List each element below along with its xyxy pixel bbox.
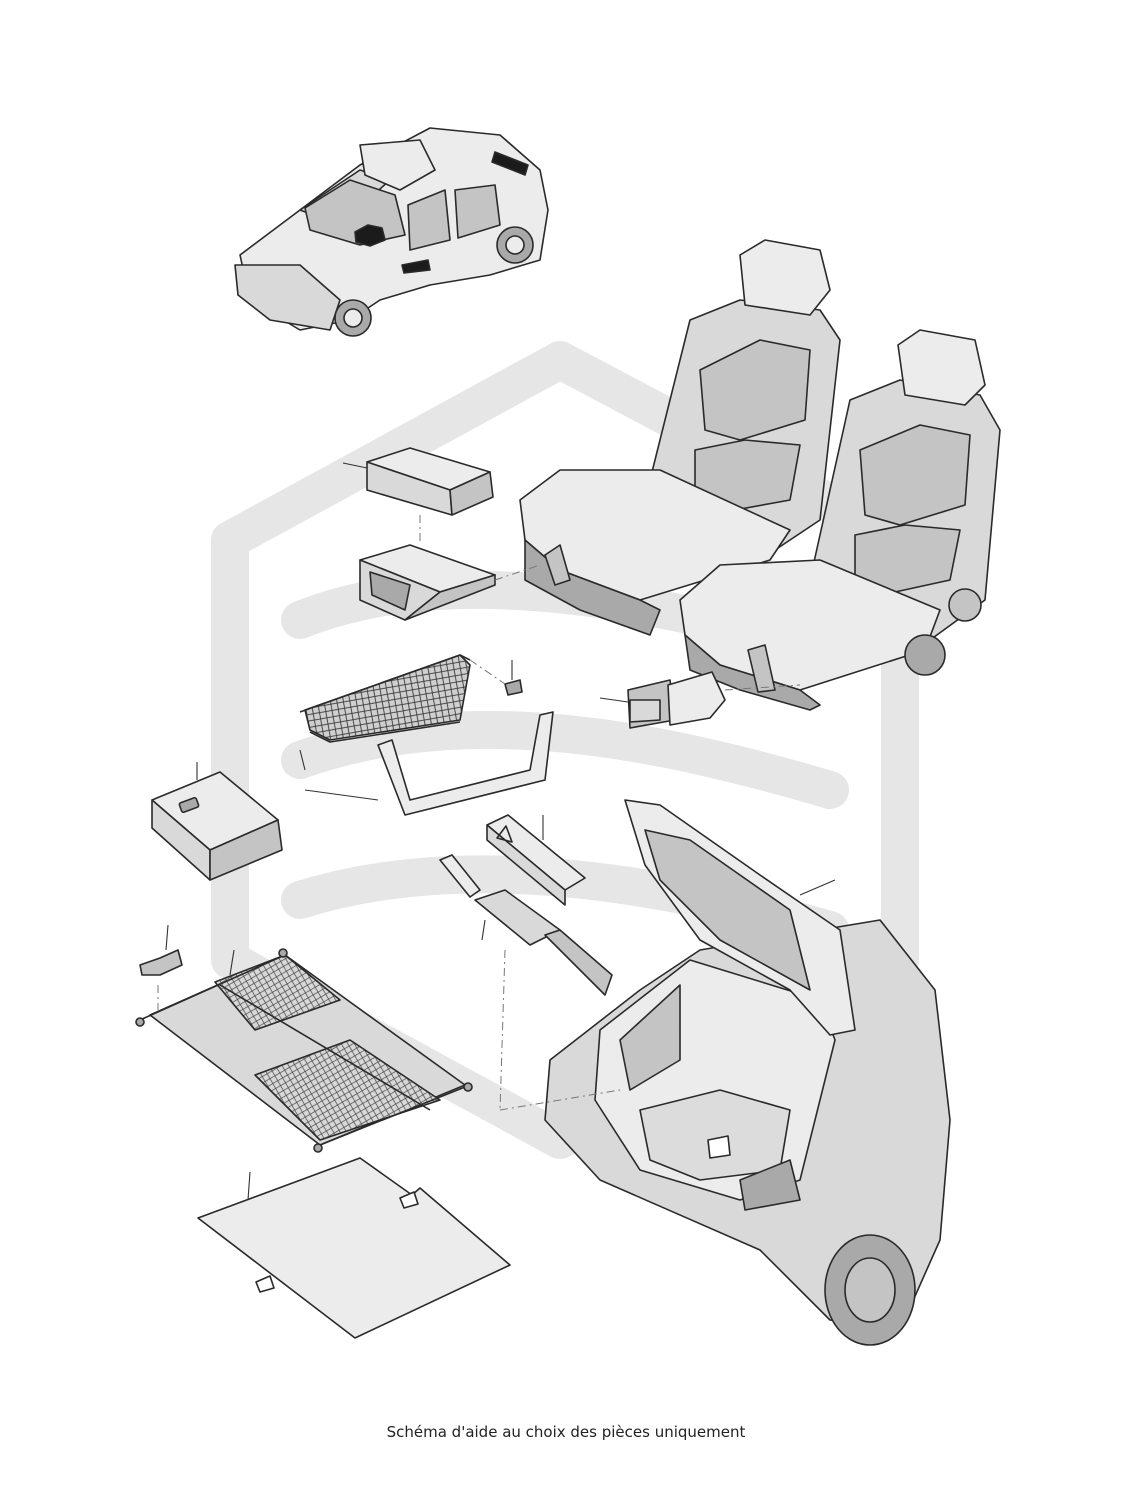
storage-box-lid[interactable]	[342, 447, 494, 516]
net-mounting-bolt[interactable]	[469, 659, 523, 696]
front-seats[interactable]	[519, 239, 1001, 711]
net-frame-rod[interactable]	[304, 711, 554, 816]
storage-box-tray[interactable]	[359, 515, 541, 621]
first-aid-kit[interactable]	[151, 762, 283, 881]
overview-car[interactable]	[234, 127, 549, 337]
seat-luggage-net[interactable]	[299, 654, 471, 771]
boot-floor-mat[interactable]	[197, 1157, 511, 1339]
retaining-hook[interactable]	[139, 924, 183, 1010]
seat-drawer-unit[interactable]	[599, 671, 801, 729]
warning-triangle-case[interactable]	[486, 814, 586, 906]
tow-strap-bag[interactable]	[439, 854, 613, 1111]
cargo-separator-net[interactable]	[135, 948, 473, 1153]
rear-hatch-car[interactable]	[499, 799, 951, 1346]
diagram-caption: Schéma d'aide au choix des pièces unique…	[386, 1423, 746, 1441]
parts-diagram	[135, 127, 1001, 1346]
